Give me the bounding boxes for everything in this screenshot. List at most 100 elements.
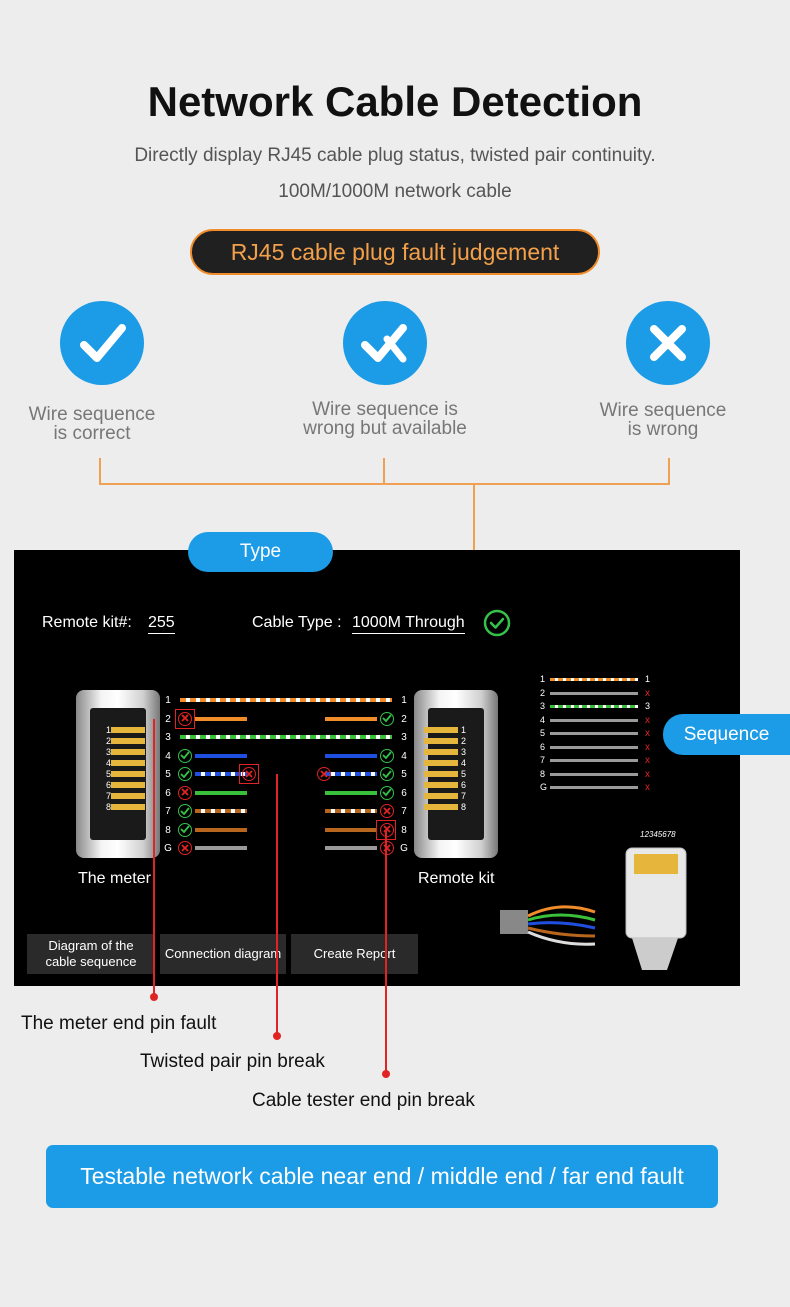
meter-pin-number: 1 — [165, 695, 171, 706]
fault-location-banner: Testable network cable near end / middle… — [46, 1145, 718, 1208]
sequence-pin-number: 3 — [540, 701, 546, 711]
remote-contact-pin — [424, 782, 458, 788]
remote-pin-number: 4 — [401, 750, 407, 762]
meter-pin-ok-icon — [178, 822, 192, 837]
check-cross-icon — [343, 301, 427, 385]
page-title: Network Cable Detection — [147, 78, 643, 125]
sequence-pin-number: 1 — [540, 674, 546, 684]
wire-right — [325, 809, 377, 813]
tester-break-dot — [382, 1070, 390, 1078]
meter-contact-number: 2 — [106, 736, 112, 746]
wire-right — [325, 772, 377, 776]
remote-contact-pin — [424, 771, 458, 777]
sequence-pin-number: 6 — [540, 741, 546, 752]
remote-contact-number: 4 — [461, 758, 467, 768]
cable-type-label: Cable Type : — [252, 614, 342, 631]
meter-contact-pin — [111, 760, 145, 766]
wire-right — [325, 846, 377, 850]
sequence-pin-number: 8 — [540, 768, 546, 779]
bracket-drop-right — [668, 458, 670, 485]
sequence-wire — [550, 759, 638, 762]
remote-pin-ok-icon — [380, 711, 394, 726]
wire-left — [195, 716, 247, 721]
meter-pin-number: 2 — [165, 713, 171, 725]
diagram-button-line2: cable sequence — [45, 954, 137, 969]
sequence-pin-number: 5 — [540, 728, 546, 738]
bracket-stem — [473, 483, 475, 610]
sequence-pin-match: 1 — [645, 674, 651, 684]
meter-pin-ok-icon — [178, 767, 192, 781]
sequence-wire — [550, 772, 638, 776]
sequence-pin-number: 2 — [540, 687, 546, 698]
bracket-drop-middle — [383, 458, 385, 485]
meter-fault-label: The meter end pin fault — [21, 1013, 217, 1034]
remote-contact-number: 6 — [461, 780, 467, 790]
meter-contact-pin — [111, 804, 145, 810]
sequence-fault-mark: x — [645, 782, 650, 793]
remote-kit-label: Remote kit#: — [42, 614, 132, 631]
sequence-fault-mark: x — [645, 714, 650, 726]
judgement-wrong-label: Wire sequence is wrong — [553, 401, 773, 439]
remote-kit-value: 255 — [148, 614, 175, 634]
meter-contact-number: 1 — [106, 725, 112, 735]
remote-pin-number: 1 — [401, 695, 407, 706]
cable-illustration — [500, 880, 600, 960]
sequence-wire — [550, 745, 638, 749]
connection-diagram-button[interactable]: Connection diagram — [160, 934, 286, 974]
meter-pin-number: G — [164, 843, 172, 854]
meter-pin-ok-icon — [178, 748, 192, 763]
meter-contact-number: 7 — [106, 791, 112, 801]
judgement-available-line1: Wire sequence is — [312, 399, 458, 420]
meter-contact-pin — [111, 782, 145, 788]
meter-label: The meter — [78, 870, 151, 887]
sequence-wire — [550, 732, 638, 735]
remote-pin-ok-icon — [380, 767, 394, 781]
fault-judgement-pill: RJ45 cable plug fault judgement — [190, 229, 600, 275]
subtitle-line-2: 100M/1000M network cable — [278, 181, 512, 202]
meter-contact-number: 6 — [106, 780, 112, 790]
sequence-fault-mark: x — [645, 741, 650, 753]
meter-contact-pin — [111, 793, 145, 799]
meter-contact-pin — [111, 727, 145, 733]
remote-pin-fault-icon — [380, 804, 394, 818]
sequence-wire — [550, 691, 638, 695]
remote-kit-caption: Remote kit — [418, 870, 495, 887]
remote-pin-number: 7 — [401, 806, 407, 817]
judgement-wrong-line1: Wire sequence — [599, 400, 727, 421]
wire-left — [195, 790, 247, 795]
check-icon — [60, 301, 144, 385]
remote-contact-pin — [424, 760, 458, 766]
remote-pin-fault-icon — [380, 841, 394, 855]
sequence-fault-mark: x — [645, 755, 650, 766]
remote-contact-pin — [424, 727, 458, 733]
remote-contact-pin — [424, 804, 458, 810]
wire-right — [325, 753, 377, 758]
meter-contact-pin — [111, 749, 145, 755]
twisted-fault-box — [239, 764, 259, 784]
remote-contact-pin — [424, 793, 458, 799]
judgement-correct-line1: Wire sequence — [28, 404, 156, 425]
remote-pin-number: 5 — [401, 769, 407, 780]
sequence-pin-match: 3 — [645, 701, 651, 711]
judgement-wrong-line2: is wrong — [627, 419, 699, 440]
create-report-button[interactable]: Create Report — [291, 934, 418, 974]
type-pill: Type — [188, 532, 333, 572]
remote-pin-fault-icon — [380, 822, 394, 837]
bracket-horizontal — [99, 483, 670, 485]
sequence-wire — [550, 678, 638, 681]
remote-contact-number: 1 — [461, 725, 467, 735]
remote-contact-pin — [424, 738, 458, 744]
meter-pin-fault-icon — [178, 841, 192, 855]
diagram-sequence-button[interactable]: Diagram of the cable sequence — [27, 934, 155, 974]
wire-left — [195, 809, 247, 813]
remote-contact-number: 3 — [461, 747, 467, 757]
meter-fault-dot — [150, 993, 158, 1001]
rj45-plug-illustration — [612, 840, 697, 970]
meter-pin-number: 6 — [165, 787, 171, 799]
twisted-break-dot — [273, 1032, 281, 1040]
cable-type-value: 1000M Through — [352, 614, 465, 634]
tester-break-label: Cable tester end pin break — [252, 1090, 475, 1111]
meter-fault-line — [153, 719, 155, 997]
wire-left — [195, 846, 247, 850]
meter-contact-number: 8 — [106, 802, 112, 812]
